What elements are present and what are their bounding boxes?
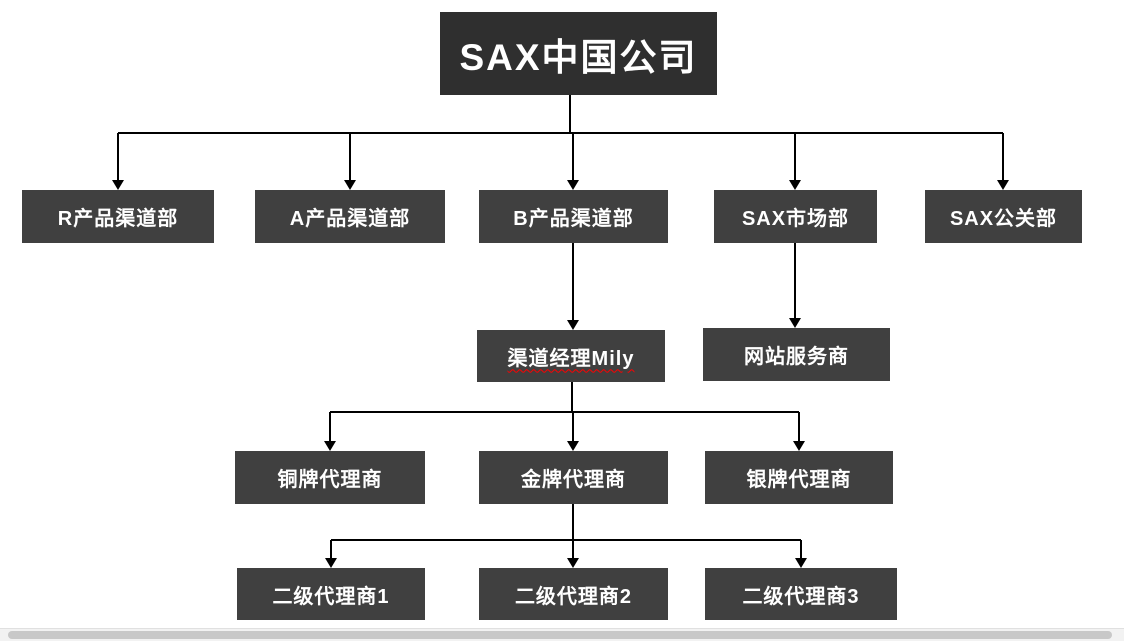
horizontal-scrollbar-thumb[interactable] (8, 631, 1112, 639)
org-node-sub-agent-3[interactable]: 二级代理商3 (705, 568, 897, 620)
org-node-company-root[interactable]: SAX中国公司 (440, 12, 717, 95)
org-node-label: 二级代理商3 (742, 585, 860, 608)
org-node-channel-manager[interactable]: 渠道经理Mily (477, 330, 665, 382)
org-node-label: 金牌代理商 (521, 469, 626, 491)
org-node-label: 银牌代理商 (746, 469, 852, 491)
org-node-bronze-agent[interactable]: 铜牌代理商 (235, 451, 425, 504)
horizontal-scrollbar-track (0, 628, 1124, 641)
org-node-label: SAX中国公司 (459, 36, 698, 78)
org-node-dept-a-product[interactable]: A产品渠道部 (255, 190, 445, 243)
org-node-label: 铜牌代理商 (277, 469, 383, 491)
org-node-website-provider[interactable]: 网站服务商 (703, 328, 890, 381)
org-node-label: SAX市场部 (741, 208, 850, 230)
org-node-dept-b-product[interactable]: B产品渠道部 (479, 190, 668, 243)
org-node-sub-agent-2[interactable]: 二级代理商2 (479, 568, 668, 620)
org-node-label: 网站服务商 (744, 346, 849, 368)
org-node-label: B产品渠道部 (513, 208, 634, 230)
org-node-dept-r-product[interactable]: R产品渠道部 (22, 190, 214, 243)
org-node-label: R产品渠道部 (57, 208, 179, 230)
org-node-gold-agent[interactable]: 金牌代理商 (479, 451, 668, 504)
org-node-dept-sax-market[interactable]: SAX市场部 (714, 190, 877, 243)
org-node-silver-agent[interactable]: 银牌代理商 (705, 451, 893, 504)
org-node-label: 二级代理商2 (514, 585, 633, 608)
org-node-label: SAX公关部 (949, 208, 1058, 230)
org-node-label: 二级代理商1 (272, 585, 390, 608)
org-node-label: 渠道经理Mily (507, 347, 635, 370)
org-node-dept-sax-pr[interactable]: SAX公关部 (925, 190, 1082, 243)
org-node-sub-agent-1[interactable]: 二级代理商1 (237, 568, 425, 620)
org-node-label: A产品渠道部 (289, 208, 411, 230)
